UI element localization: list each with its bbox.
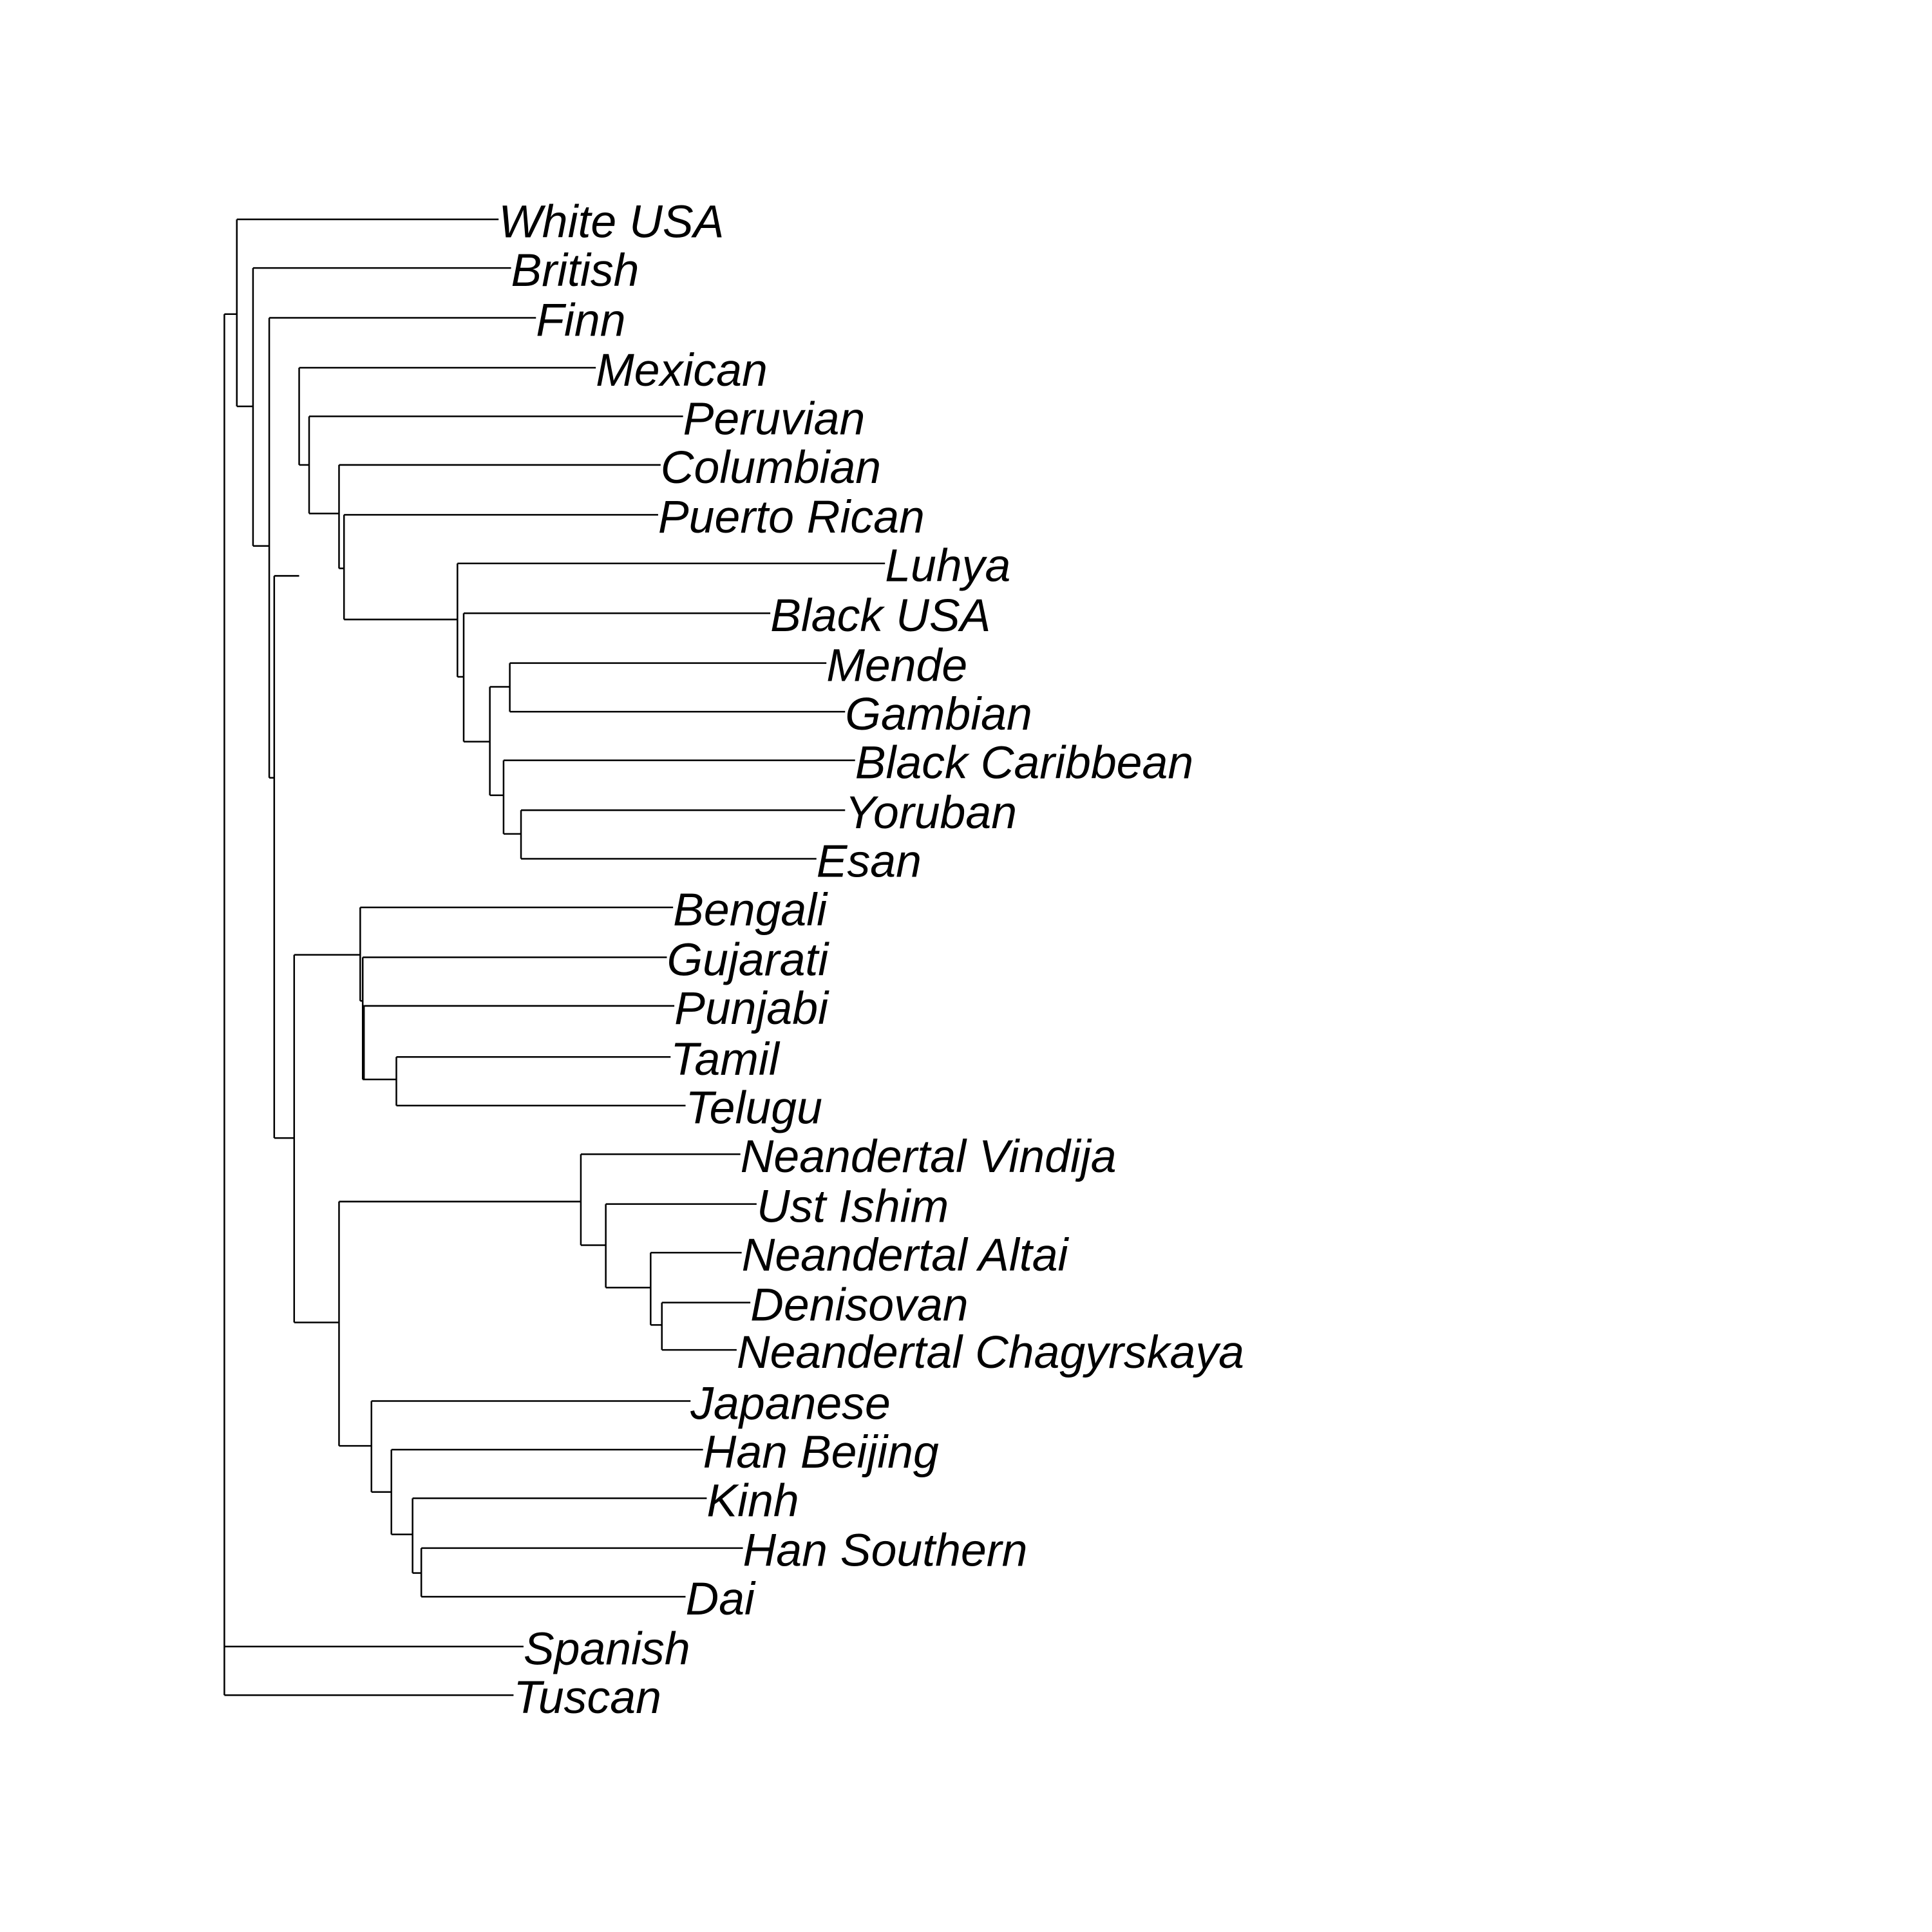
- leaf-label: Kinh: [706, 1475, 799, 1526]
- leaf-label: Gujarati: [667, 934, 829, 985]
- leaf-label: Spanish: [524, 1624, 690, 1675]
- dendrogram-branches: [223, 218, 886, 1696]
- leaf-label: Dai: [686, 1573, 757, 1625]
- leaf-label: Luhya: [885, 540, 1010, 592]
- leaf-label: Puerto Rican: [658, 491, 925, 543]
- leaf-label: Gambian: [845, 688, 1032, 740]
- leaf-label: Esan: [817, 835, 922, 887]
- leaf-label: Yoruban: [845, 787, 1017, 838]
- leaf-label: Black USA: [770, 590, 990, 641]
- dendrogram-leaf-labels: White USABritishFinnMexicanPeruvianColum…: [498, 196, 1244, 1724]
- leaf-label: Bengali: [673, 884, 828, 936]
- leaf-label: Neandertal Vindija: [741, 1131, 1117, 1182]
- leaf-label: Finn: [536, 294, 625, 346]
- leaf-label: Peruvian: [683, 393, 866, 444]
- leaf-label: Telugu: [686, 1083, 822, 1134]
- leaf-label: Mende: [826, 640, 967, 692]
- leaf-label: British: [511, 245, 639, 296]
- leaf-label: Japanese: [690, 1378, 891, 1429]
- leaf-label: Han Southern: [743, 1525, 1028, 1577]
- leaf-label: Han Beijing: [703, 1426, 939, 1478]
- leaf-label: Columbian: [661, 442, 881, 493]
- leaf-label: Tamil: [670, 1034, 781, 1085]
- leaf-label: Mexican: [596, 345, 768, 396]
- leaf-label: Ust Ishim: [757, 1181, 949, 1233]
- leaf-label: Tuscan: [513, 1672, 661, 1723]
- leaf-label: Neandertal Chagyrskaya: [737, 1327, 1244, 1378]
- leaf-label: Punjabi: [674, 983, 829, 1034]
- leaf-label: Neandertal Altai: [742, 1229, 1070, 1281]
- leaf-label: Black Caribbean: [855, 737, 1193, 789]
- leaf-label: White USA: [498, 196, 724, 248]
- leaf-label: Denisovan: [750, 1279, 968, 1331]
